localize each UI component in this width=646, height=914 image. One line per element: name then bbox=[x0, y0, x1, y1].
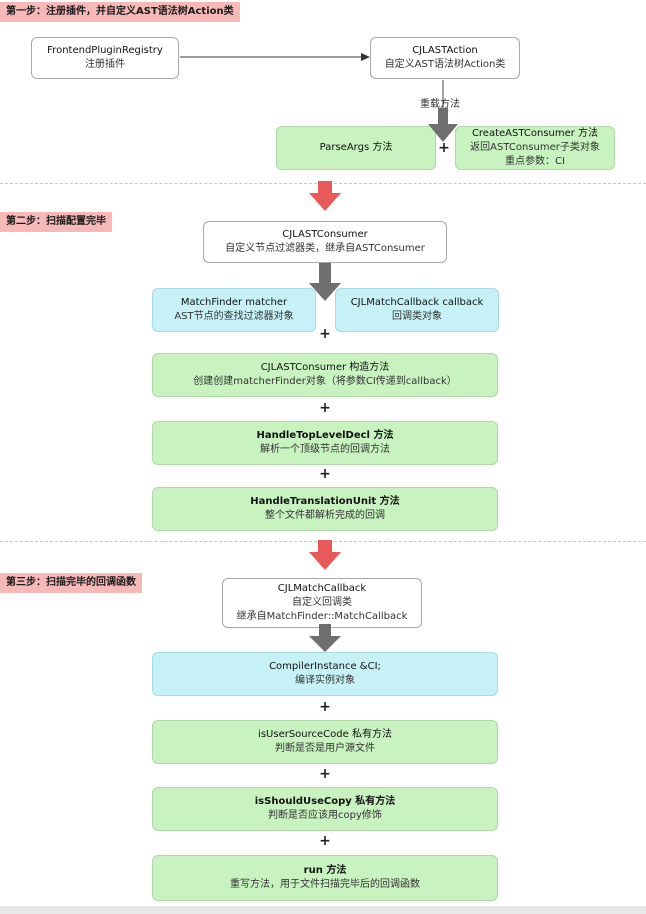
run-node: run 方法 重写方法，用于文件扫描完毕后的回调函数 bbox=[152, 855, 498, 901]
action-title: CJLASTAction bbox=[412, 45, 478, 56]
matchcb-sub2: 继承自MatchFinder::MatchCallback bbox=[236, 611, 408, 622]
ci-node: CompilerInstance &CI; 编译实例对象 bbox=[152, 652, 498, 696]
toplevel-title: HandleTopLevelDecl 方法 bbox=[256, 430, 394, 441]
toplevel-sub: 解析一个顶级节点的回调方法 bbox=[260, 444, 390, 455]
step-1-label: 第一步：注册插件，并自定义AST语法树Action类 bbox=[0, 2, 240, 22]
plus-7: + bbox=[319, 833, 331, 849]
matchcb-sub1: 自定义回调类 bbox=[292, 597, 352, 608]
ctor-node: CJLASTConsumer 构造方法 创建创建matcherFinder对象（… bbox=[152, 353, 498, 397]
isshould-sub: 判断是否应该用copy修饰 bbox=[268, 810, 382, 821]
bottom-bar bbox=[0, 906, 646, 914]
gray-arrow-1 bbox=[428, 108, 458, 142]
createconsumer-sub1: 返回ASTConsumer子类对象 bbox=[470, 142, 600, 153]
createconsumer-title: CreateASTConsumer 方法 bbox=[471, 128, 599, 139]
ci-title: CompilerInstance &CI; bbox=[269, 661, 381, 672]
plus-5: + bbox=[319, 699, 331, 715]
run-title: run 方法 bbox=[303, 865, 347, 876]
run-sub: 重写方法，用于文件扫描完毕后的回调函数 bbox=[230, 879, 420, 890]
callback-sub: 回调类对象 bbox=[392, 311, 442, 322]
action-sub: 自定义AST语法树Action类 bbox=[384, 59, 506, 70]
step-2-label: 第二步：扫描配置完毕 bbox=[0, 212, 112, 232]
consumer-title: CJLASTConsumer bbox=[282, 229, 368, 240]
ctor-sub: 创建创建matcherFinder对象（将参数CI传递到callback） bbox=[193, 376, 457, 387]
parseargs-node: ParseArgs 方法 bbox=[276, 126, 436, 170]
isuser-title: isUserSourceCode 私有方法 bbox=[258, 729, 392, 740]
consumer-sub: 自定义节点过滤器类，继承自ASTConsumer bbox=[225, 243, 425, 254]
registry-sub: 注册插件 bbox=[85, 59, 125, 70]
callback-title: CJLMatchCallback callback bbox=[350, 297, 484, 308]
edge-label-overload: 重载方法 bbox=[420, 99, 460, 110]
callback-node: CJLMatchCallback callback 回调类对象 bbox=[335, 288, 499, 332]
gray-arrow-3 bbox=[309, 624, 341, 652]
toplevel-node: HandleTopLevelDecl 方法 解析一个顶级节点的回调方法 bbox=[152, 421, 498, 465]
matcher-title: MatchFinder matcher bbox=[180, 297, 288, 308]
matcher-node: MatchFinder matcher AST节点的查找过滤器对象 bbox=[152, 288, 316, 332]
transunit-title: HandleTranslationUnit 方法 bbox=[250, 496, 400, 507]
matchcb-title: CJLMatchCallback bbox=[277, 583, 367, 594]
transunit-sub: 整个文件都解析完成的回调 bbox=[265, 510, 385, 521]
plus-1: + bbox=[438, 140, 450, 156]
createconsumer-node: CreateASTConsumer 方法 返回ASTConsumer子类对象 重… bbox=[455, 126, 615, 170]
plus-4: + bbox=[319, 466, 331, 482]
red-arrow-2 bbox=[309, 540, 341, 570]
ci-sub: 编译实例对象 bbox=[295, 675, 355, 686]
matcher-sub: AST节点的查找过滤器对象 bbox=[174, 311, 294, 322]
action-node: CJLASTAction 自定义AST语法树Action类 bbox=[370, 37, 520, 79]
plus-2: + bbox=[319, 326, 331, 342]
transunit-node: HandleTranslationUnit 方法 整个文件都解析完成的回调 bbox=[152, 487, 498, 531]
createconsumer-sub2: 重点参数：CI bbox=[505, 156, 565, 167]
step-3-label: 第三步：扫描完毕的回调函数 bbox=[0, 573, 142, 593]
plus-6: + bbox=[319, 766, 331, 782]
parseargs-title: ParseArgs 方法 bbox=[319, 142, 393, 153]
registry-title: FrontendPluginRegistry bbox=[47, 45, 163, 56]
isuser-node: isUserSourceCode 私有方法 判断是否是用户源文件 bbox=[152, 720, 498, 764]
gray-arrow-2 bbox=[309, 263, 341, 301]
matchcb-node: CJLMatchCallback 自定义回调类 继承自MatchFinder::… bbox=[222, 578, 422, 628]
red-arrow-1 bbox=[309, 181, 341, 211]
isshould-title: isShouldUseCopy 私有方法 bbox=[254, 796, 396, 807]
isuser-sub: 判断是否是用户源文件 bbox=[275, 743, 375, 754]
registry-node: FrontendPluginRegistry 注册插件 bbox=[31, 37, 179, 79]
consumer-node: CJLASTConsumer 自定义节点过滤器类，继承自ASTConsumer bbox=[203, 221, 447, 263]
plus-3: + bbox=[319, 400, 331, 416]
ctor-title: CJLASTConsumer 构造方法 bbox=[260, 362, 390, 373]
isshould-node: isShouldUseCopy 私有方法 判断是否应该用copy修饰 bbox=[152, 787, 498, 831]
